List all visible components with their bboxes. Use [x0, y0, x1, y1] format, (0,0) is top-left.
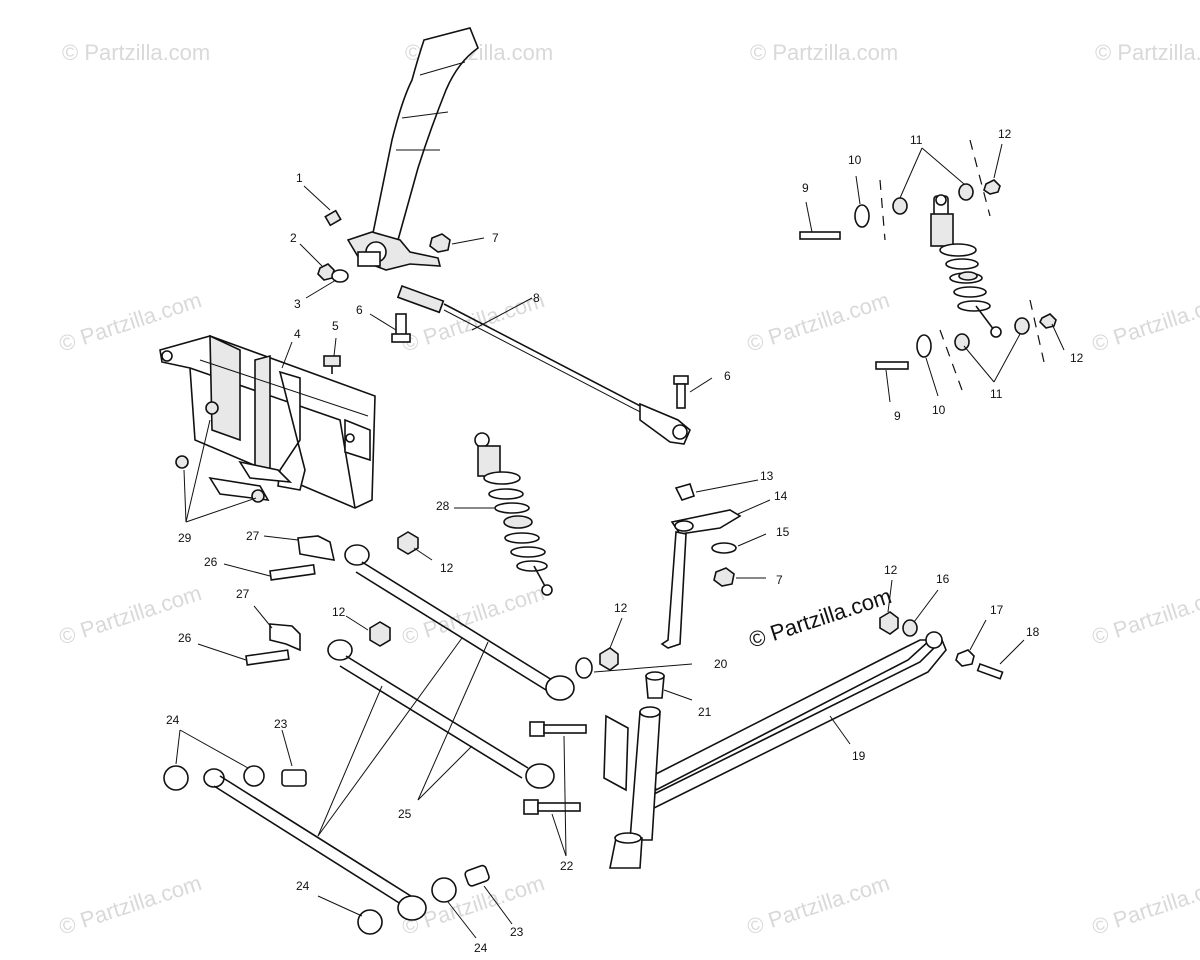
watermark: © Partzilla.com — [1089, 287, 1200, 357]
watermark: © Partzilla.com — [1089, 580, 1200, 650]
lower-arm-part — [163, 765, 490, 935]
callout-label: 10 — [848, 153, 862, 167]
callout-label: 7 — [492, 231, 499, 245]
callout-label: 27 — [246, 529, 260, 543]
callout-label: 5 — [332, 319, 339, 333]
fastener-group-upper — [317, 209, 451, 283]
shock-absorber-part — [474, 432, 553, 596]
a-arm-part — [603, 631, 947, 869]
callout-label: 24 — [474, 941, 488, 955]
callout-label: 6 — [724, 369, 731, 383]
callout-label: 12 — [884, 563, 898, 577]
watermark: © Partzilla.com — [1095, 40, 1200, 65]
callout-label: 6 — [356, 303, 363, 317]
control-arm-part — [327, 544, 575, 789]
callout-label: 12 — [332, 605, 346, 619]
callout-label: 16 — [936, 572, 950, 586]
callout-label: 12 — [440, 561, 454, 575]
callout-label: 9 — [802, 181, 809, 195]
callout-label: 3 — [294, 297, 301, 311]
watermark: © Partzilla.com — [744, 870, 893, 940]
leader-lines — [175, 143, 1065, 939]
callout-label: 24 — [166, 713, 180, 727]
watermark: © Partzilla.com — [399, 580, 548, 650]
callout-label: 23 — [510, 925, 524, 939]
callout-label: 8 — [533, 291, 540, 305]
callout-label: 23 — [274, 717, 288, 731]
watermark: © Partzilla.com — [56, 870, 205, 940]
callout-label: 29 — [178, 531, 192, 545]
shock-absorber-part — [799, 139, 1057, 391]
watermark: © Partzilla.com — [1089, 870, 1200, 940]
callout-label: 17 — [990, 603, 1004, 617]
frame-bracket-part — [159, 334, 376, 509]
callout-label: 11 — [990, 387, 1003, 401]
callout-label: 9 — [894, 409, 901, 423]
callout-label: 10 — [932, 403, 946, 417]
callout-label: 12 — [998, 127, 1012, 141]
callout-labels: 1 2 3 4 5 6 6 7 7 8 9 9 10 10 11 11 12 1… — [166, 127, 1084, 955]
watermark: © Partzilla.com — [750, 40, 898, 65]
bolt-part — [391, 313, 689, 409]
nut-part — [369, 531, 899, 671]
callout-label: 2 — [290, 231, 297, 245]
tie-rod-part — [396, 284, 691, 445]
callout-label: 18 — [1026, 625, 1040, 639]
callout-label: 12 — [614, 601, 628, 615]
callout-label: 21 — [698, 705, 712, 719]
callout-label: 28 — [436, 499, 450, 513]
callout-label: 19 — [852, 749, 866, 763]
callout-label: 20 — [714, 657, 728, 671]
bolt-part — [523, 721, 587, 815]
bracket-part — [245, 535, 336, 666]
callout-label: 15 — [776, 525, 790, 539]
callout-label: 25 — [398, 807, 412, 821]
watermark: © Partzilla.com — [62, 40, 210, 65]
callout-label: 4 — [294, 327, 301, 341]
callout-label: 11 — [910, 133, 923, 147]
callout-label: 26 — [204, 555, 218, 569]
steering-arm-part — [660, 483, 742, 649]
callout-label: 27 — [236, 587, 250, 601]
callout-label: 24 — [296, 879, 310, 893]
callout-label: 12 — [1070, 351, 1084, 365]
brand-label: © Partzilla.com — [746, 583, 895, 653]
steering-post-part — [346, 27, 479, 271]
callout-label: 14 — [774, 489, 788, 503]
callout-label: 1 — [296, 171, 303, 185]
bushing-part — [575, 619, 1004, 699]
callout-label: 13 — [760, 469, 774, 483]
callout-label: 26 — [178, 631, 192, 645]
callout-label: 7 — [776, 573, 783, 587]
watermark: © Partzilla.com — [744, 287, 893, 357]
screw-part — [175, 355, 341, 503]
callout-label: 22 — [560, 859, 574, 873]
